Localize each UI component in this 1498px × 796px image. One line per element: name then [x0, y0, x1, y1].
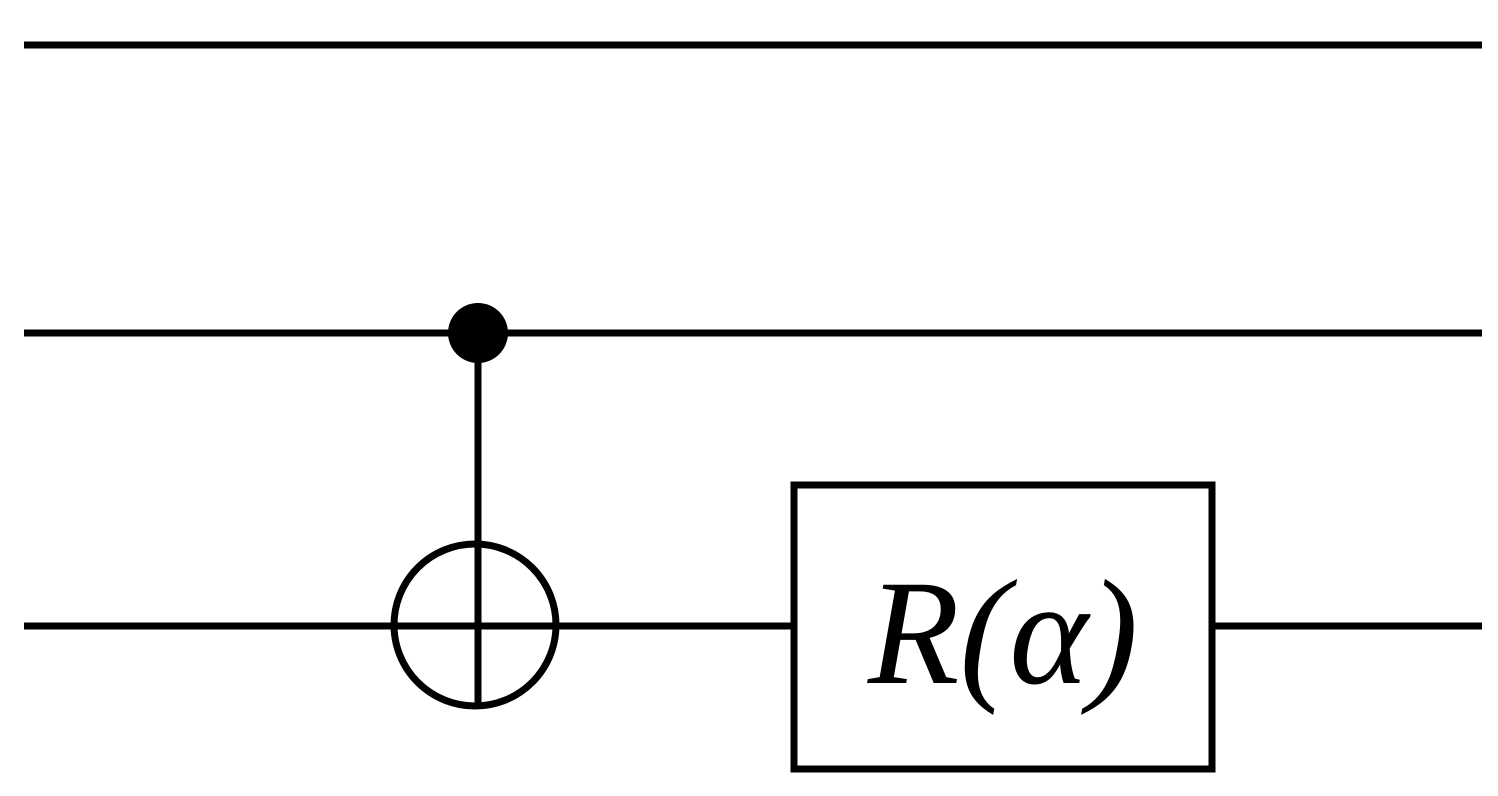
cnot-gate	[390, 303, 560, 710]
rotation-gate-label: R(α)	[867, 550, 1138, 716]
rotation-gate: R(α)	[790, 481, 1216, 773]
cnot-control-dot	[448, 303, 508, 363]
rotation-gate-box	[790, 481, 1216, 773]
